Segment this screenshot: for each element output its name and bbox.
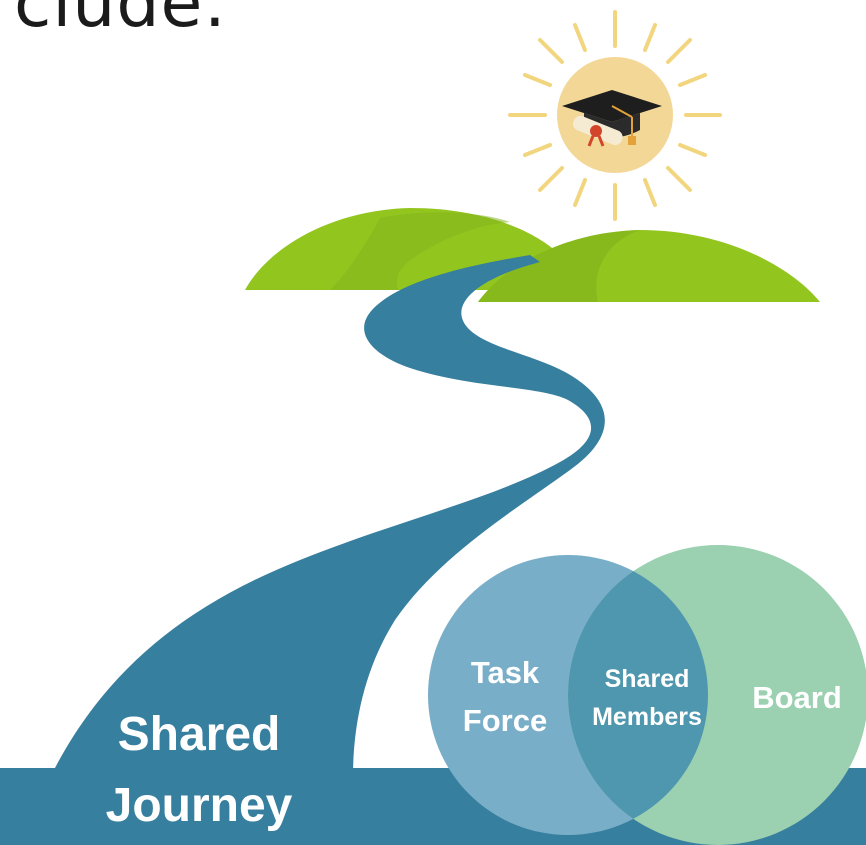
venn-left-label-line1: Task (471, 655, 540, 690)
venn-center-label-line2: Members (592, 703, 702, 731)
journey-label-line2: Journey (106, 779, 293, 832)
river-path (22, 255, 605, 845)
venn-left-label-line2: Force (463, 703, 547, 738)
venn-overlap (568, 555, 708, 835)
graduation-cap-diploma-icon (562, 90, 662, 147)
sun-rays (508, 10, 722, 221)
venn-center-label-line1: Shared (605, 665, 690, 693)
right-hill (478, 230, 820, 302)
slide-heading: clude: (14, 0, 228, 43)
venn-right-label: Board (752, 680, 842, 715)
journey-label-line1: Shared (118, 708, 281, 761)
